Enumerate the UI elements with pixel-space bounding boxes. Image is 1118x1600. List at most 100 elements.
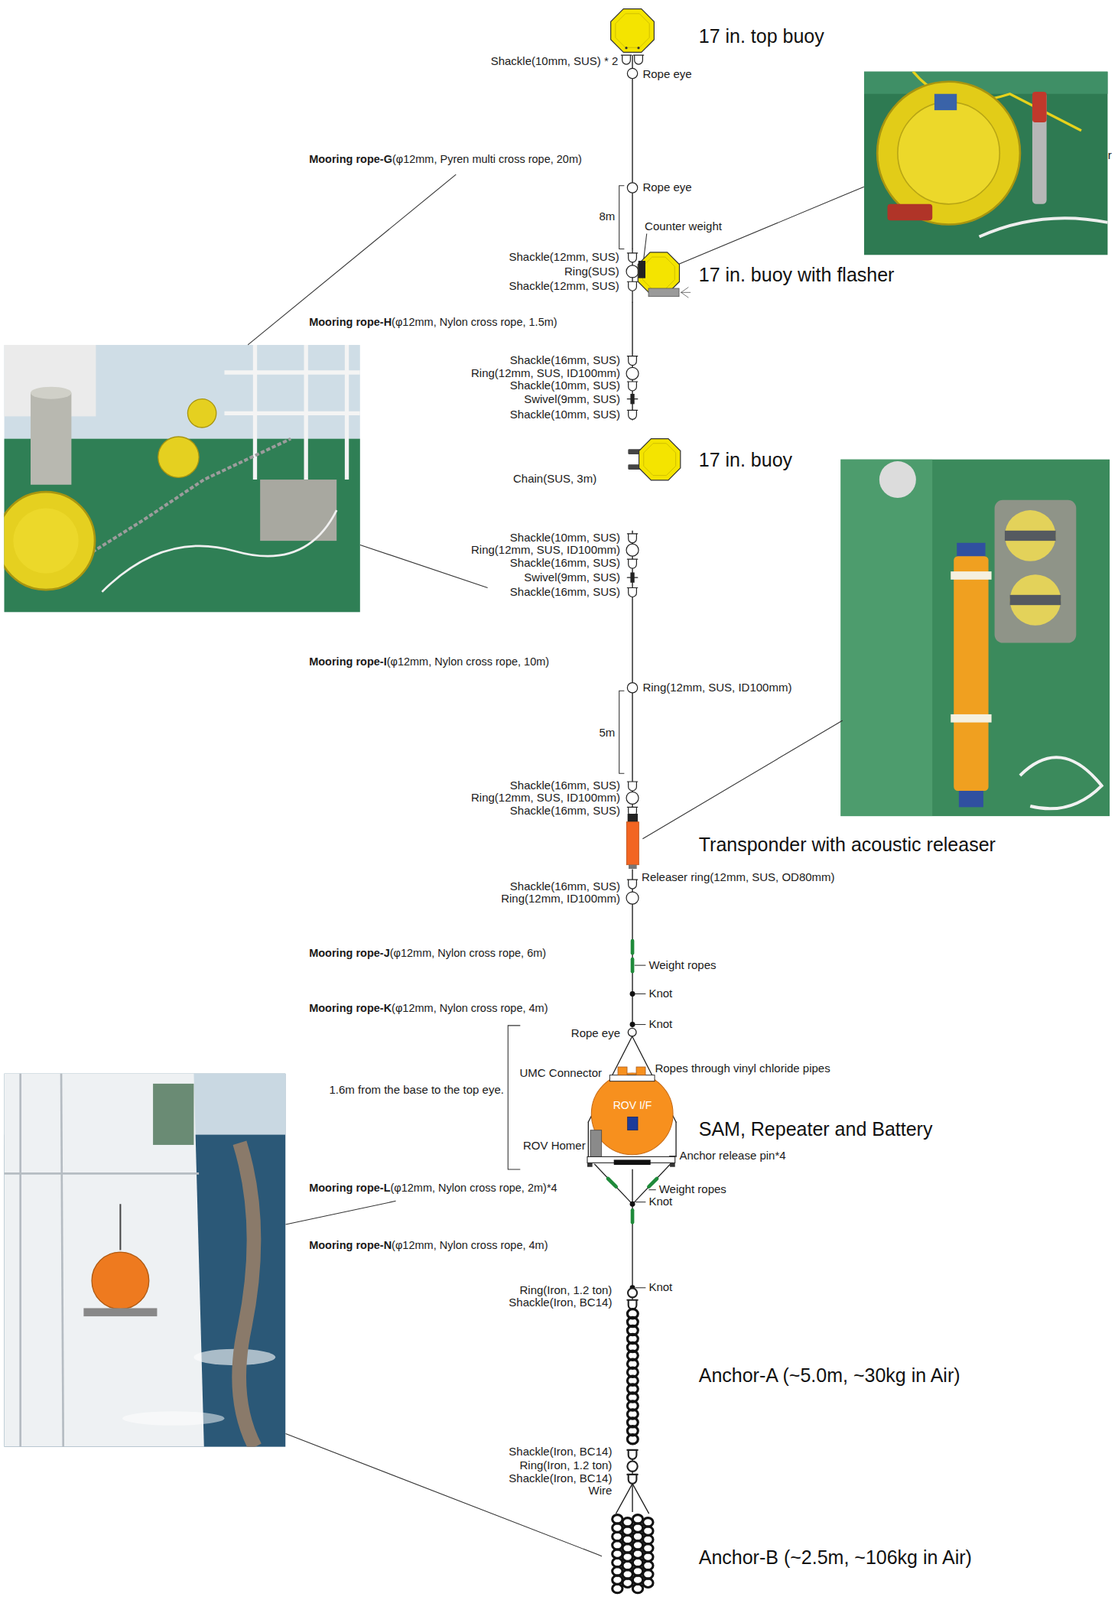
part-label: Shackle(Iron, BC14) [508, 1296, 612, 1310]
flasher-buoy-photo [877, 81, 1021, 225]
shackle-symbol [628, 533, 637, 543]
part-label: Ring(Iron, 1.2 ton) [519, 1284, 612, 1297]
part-label: Rope eye [642, 68, 692, 82]
sam-frame-shape [614, 1160, 651, 1166]
rope-label: Mooring rope-L [308, 1182, 390, 1194]
leader-line [635, 1287, 646, 1288]
deployment-photo [3, 1073, 199, 1447]
rope-label: Mooring rope-J [308, 948, 390, 960]
deployment-photo [3, 1172, 199, 1175]
flasher-buoy-photo [864, 71, 1109, 94]
shackle-symbol [627, 878, 637, 880]
chain-anchor-shape [611, 1540, 622, 1550]
shackle-symbol [627, 533, 637, 534]
deployment-photo [3, 1073, 286, 1447]
shackle-symbol [627, 1449, 637, 1451]
part-label: ROV Homer [523, 1139, 586, 1152]
chain-anchor-outline [604, 1511, 662, 1596]
part-label: Ring(12mm, SUS, ID100mm) [471, 543, 621, 556]
mooring-rope [594, 1163, 633, 1204]
chain-anchor-shape [642, 1534, 653, 1544]
deck-buoys-photo [158, 436, 199, 478]
shackle-symbol [627, 380, 637, 382]
chain-anchor-shape [622, 1560, 633, 1570]
chain-anchor-outline [622, 1308, 644, 1450]
weight-rope [630, 958, 635, 972]
sam-frame-shape [587, 1163, 593, 1167]
chain-anchor-shape [627, 1434, 638, 1444]
rov-interface: ROV I/F [610, 1097, 656, 1132]
flasher-buoy-shape [681, 292, 689, 299]
part-label: Knot [648, 1017, 673, 1031]
transponder-photo [1020, 757, 1102, 809]
part-label: Chain(SUS, 3m) [513, 472, 597, 485]
part-label: Shackle(10mm, SUS) [510, 408, 621, 421]
part-label: Releaser ring(12mm, SUS, OD80mm) [641, 871, 836, 884]
transponder-photo [956, 542, 985, 558]
dimension-label: 5m [599, 726, 616, 739]
transponder-photo [994, 500, 1077, 644]
component-title: Anchor-B (~2.5m, ~106kg in Air) [698, 1547, 972, 1569]
flasher-buoy-shape [648, 288, 680, 297]
sam-frame: SAM, Repeater and BatteryROV I/F [581, 1027, 683, 1169]
deck-buoys-photo [30, 386, 72, 400]
ring-symbol [627, 68, 637, 78]
shackle-symbol [633, 54, 644, 56]
flasher-buoy: 17 in. buoy with flasher [624, 248, 694, 302]
ring-symbol [626, 891, 639, 904]
sam-frame-shape [610, 1075, 656, 1082]
part-label: Shackle(Iron, BC14) [508, 1445, 612, 1458]
shackle-symbol [627, 409, 637, 411]
buoy: 17 in. buoy [624, 420, 688, 531]
deck-buoys-photo [30, 393, 72, 485]
dimension-bracket [619, 185, 625, 250]
ring-symbol [626, 265, 639, 278]
deployment-photo [61, 1073, 64, 1447]
swivel-symbol [627, 398, 637, 400]
transponder-photo [950, 714, 992, 723]
flasher-buoy-outline [624, 248, 694, 302]
part-label: Shackle(16mm, SUS) [510, 880, 621, 893]
acoustic-releaser-shape [628, 864, 637, 869]
part-label: Rope eye [642, 182, 692, 195]
part-label: Ring(12mm, ID100mm) [500, 892, 621, 905]
part-label: Ropes through vinyl chloride pipes [654, 1062, 830, 1075]
dimension-bracket [507, 185, 624, 1170]
deck-buoys-photo [3, 344, 361, 613]
acoustic-releaser-shape [627, 813, 637, 823]
chain-anchor-shape [632, 1583, 643, 1593]
deck-buoys-photo [260, 479, 337, 541]
part-label: Swivel(9mm, SUS) [523, 393, 621, 406]
flasher-buoy-photo [864, 71, 1109, 255]
chain-anchor-shape [611, 1523, 622, 1532]
buoy-outline [624, 420, 688, 531]
sam-frame-shape [628, 1028, 637, 1037]
dimension-bracket [619, 690, 625, 774]
ring-symbol [626, 543, 639, 556]
part-label: Knot [648, 1196, 673, 1209]
shackle-symbol [628, 381, 637, 391]
weight-rope [648, 1178, 657, 1187]
part-label: Wire [588, 1484, 613, 1497]
chain-anchor-shape [611, 1514, 653, 1593]
shackle-symbol [628, 1449, 637, 1460]
mooring-line [631, 55, 633, 249]
sam-frame-shape [617, 1066, 628, 1076]
part-label: Shackle(12mm, SUS) [508, 279, 619, 293]
buoy-shape [639, 438, 681, 480]
flasher-buoy-photo [864, 71, 1109, 255]
deck-buoys-photo [3, 491, 95, 590]
swivel-symbol [627, 576, 637, 578]
chain-anchor-shape [611, 1531, 622, 1541]
shackle-symbol [628, 1474, 637, 1484]
flasher-buoy-photo [887, 204, 933, 221]
knot-symbol [630, 991, 636, 997]
chain-anchor-shape [622, 1534, 633, 1544]
flasher-buoy-shape [638, 260, 646, 279]
rope-label: (φ12mm, Nylon cross rope, 6m) [390, 948, 546, 960]
chain-anchor-shape [622, 1552, 633, 1561]
chain-anchor-shape [611, 1583, 622, 1593]
sam-frame-shape [590, 1130, 602, 1157]
